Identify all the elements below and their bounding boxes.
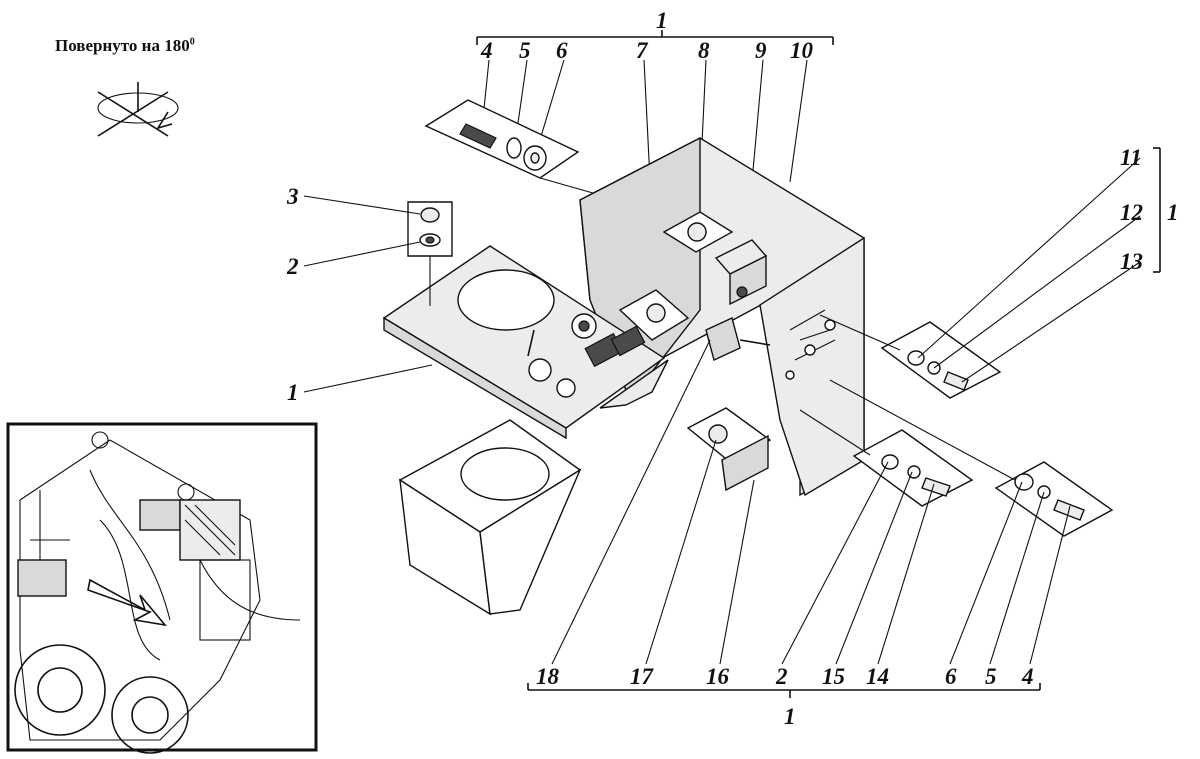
- relay-switch: [714, 239, 768, 306]
- callout-top-9: 9: [755, 38, 767, 63]
- callout-top-10: 10: [790, 38, 814, 63]
- callouts: 1 4 5 6 7 8 9 10 11 12 13 1 3 2 1 18 17 …: [286, 8, 1179, 729]
- callout-left-1: 1: [287, 380, 299, 405]
- right-group-bracket: [917, 147, 1161, 383]
- instrument-panel: [382, 245, 669, 440]
- callout-bottom-5: 5: [985, 664, 997, 689]
- fastener-plate-top: [424, 99, 601, 196]
- callout-top-6: 6: [556, 38, 568, 63]
- callout-top-4: 4: [480, 38, 493, 63]
- callout-top-5: 5: [519, 38, 531, 63]
- callout-bottom-17: 17: [630, 664, 655, 689]
- callout-right-11: 11: [1120, 145, 1142, 170]
- callout-left-3: 3: [286, 184, 299, 209]
- callout-top-8: 8: [698, 38, 710, 63]
- bottom-callout-bracket: [527, 339, 1071, 698]
- mounting-bracket: [398, 419, 582, 616]
- callout-bottom-4: 4: [1021, 664, 1034, 689]
- callout-right-13: 13: [1120, 249, 1143, 274]
- nut-plate: [662, 211, 734, 253]
- callout-bottom-2: 2: [775, 664, 788, 689]
- callout-right-assembly: 1: [1167, 200, 1179, 225]
- callout-right-12: 12: [1120, 200, 1143, 225]
- callout-bottom-15: 15: [822, 664, 845, 689]
- callout-bottom-16: 16: [706, 664, 730, 689]
- callout-bottom-6: 6: [945, 664, 957, 689]
- fastener-plate-right-lower: [994, 461, 1114, 537]
- left-leaders: [303, 195, 433, 393]
- small-bracket: [686, 407, 772, 492]
- fastener-plate-right-upper: [880, 321, 1002, 399]
- tractor-location-inset: [6, 422, 318, 754]
- fastener-plate-right-middle: [852, 429, 974, 507]
- rotation-180-icon: [97, 82, 179, 137]
- rotation-note: Повернуто на 1800: [55, 36, 195, 56]
- callout-bottom-assembly: 1: [784, 704, 796, 729]
- callout-top-assembly: 1: [656, 8, 668, 33]
- rotation-note-text: Повернуто на 180: [55, 36, 190, 55]
- callout-left-2: 2: [286, 254, 299, 279]
- callout-bottom-14: 14: [866, 664, 889, 689]
- callout-bottom-18: 18: [536, 664, 560, 689]
- connector-block: [618, 289, 771, 361]
- rotation-note-degree: 0: [189, 36, 195, 48]
- callout-top-7: 7: [636, 38, 649, 63]
